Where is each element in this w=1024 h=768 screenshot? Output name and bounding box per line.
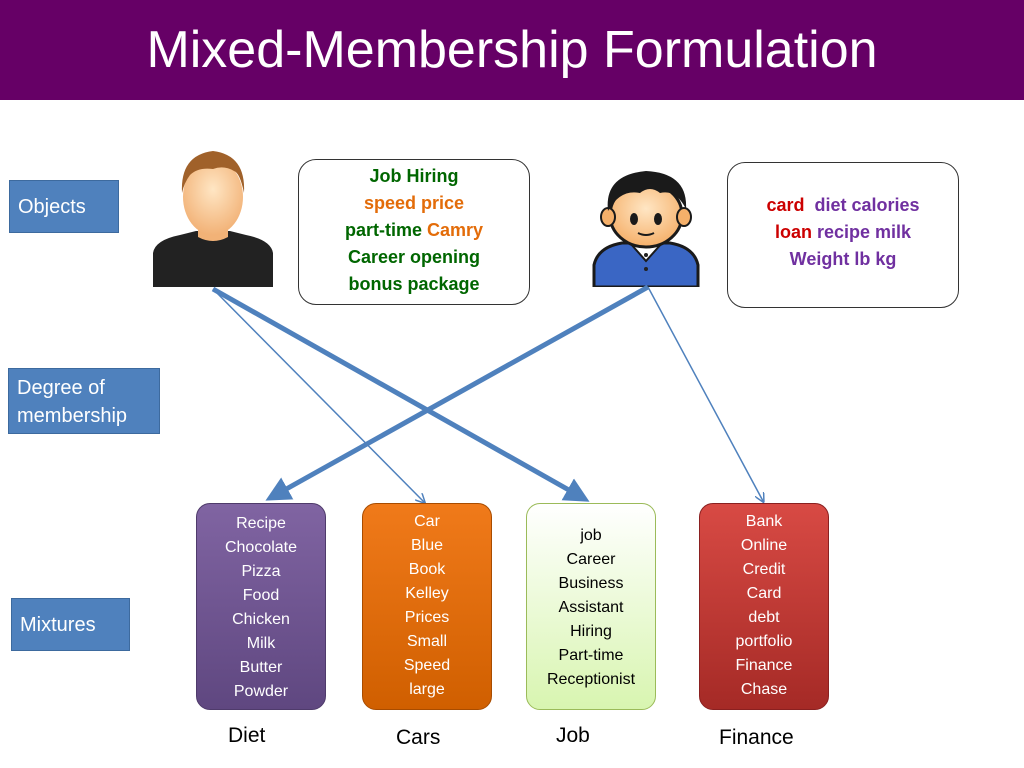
mixture-word: Card xyxy=(746,585,782,602)
document-word: diet calories xyxy=(814,195,920,215)
arrow-person1-to-cars xyxy=(212,288,424,502)
mixture-word: Assistant xyxy=(558,599,624,616)
objects-label: Objects xyxy=(9,180,119,233)
mixture-word: Business xyxy=(558,575,624,592)
degree-label-line2: membership xyxy=(17,405,128,427)
arrow-person1-to-job xyxy=(211,286,590,502)
document-word: Career opening xyxy=(347,247,481,267)
mixture-word: Small xyxy=(406,633,447,650)
document-1-line: speed price xyxy=(299,190,529,217)
mixture-word: Book xyxy=(408,561,446,578)
document-word: speed price xyxy=(363,193,465,213)
mixture-word: Milk xyxy=(246,635,276,652)
document-1-line: Job Hiring xyxy=(299,163,529,190)
mixture-word: Career xyxy=(566,551,616,568)
mixture-word: Part-time xyxy=(558,647,624,664)
mixture-word: Food xyxy=(242,587,280,604)
document-word: bonus package xyxy=(348,274,480,294)
mixture-word: Powder xyxy=(233,683,289,700)
mixture-word: Hiring xyxy=(570,623,612,640)
degree-label-line1: Degree of xyxy=(17,377,105,399)
mixture-caption-cars: Cars xyxy=(396,726,441,749)
mixture-word: large xyxy=(409,681,445,698)
mixtures-label: Mixtures xyxy=(11,598,130,651)
document-2-line: loan recipe milk xyxy=(728,219,958,246)
document-1-line: bonus package xyxy=(299,271,529,298)
mixture-caption-job: Job xyxy=(556,724,590,747)
mixture-word: Car xyxy=(414,513,440,530)
mixture-caption-finance: Finance xyxy=(719,726,794,749)
mixture-word: Recipe xyxy=(236,515,286,532)
mixture-word: Blue xyxy=(410,537,444,554)
mixture-word: Bank xyxy=(745,513,783,530)
mixture-word: Butter xyxy=(239,659,283,676)
document-word: Job Hiring xyxy=(369,166,459,186)
mixture-word: Receptionist xyxy=(546,671,636,688)
mixture-caption-diet: Diet xyxy=(228,724,266,747)
mixture-word: Credit xyxy=(742,561,786,578)
mixture-word: Chocolate xyxy=(224,539,298,556)
mixture-word: debt xyxy=(748,609,780,626)
document-2-line: Weight lb kg xyxy=(728,246,958,273)
arrow-person2-to-finance xyxy=(647,286,763,501)
document-1-line: Career opening xyxy=(299,244,529,271)
arrow-person2-to-diet xyxy=(265,284,650,501)
document-1-line: part-time Camry xyxy=(299,217,529,244)
degree-of-membership-label: Degree of membership xyxy=(8,368,160,434)
document-word: Camry xyxy=(426,220,484,240)
mixture-word: portfolio xyxy=(735,633,793,650)
mixture-word: Finance xyxy=(735,657,793,674)
title-bar xyxy=(0,0,1024,100)
mixture-word: Pizza xyxy=(241,563,281,580)
document-word: card xyxy=(766,195,815,215)
mixture-word: Kelley xyxy=(405,585,449,602)
mixture-word: Chicken xyxy=(232,611,290,628)
mixture-word: Prices xyxy=(404,609,450,626)
mixture-word: job xyxy=(580,527,602,544)
objects-label-text: Objects xyxy=(18,196,86,218)
document-word: Weight lb kg xyxy=(789,249,897,269)
mixture-word: Online xyxy=(740,537,788,554)
mixture-word: Speed xyxy=(403,657,451,674)
mixture-word: Chase xyxy=(740,681,788,698)
slide-title: Mixed-Membership Formulation xyxy=(146,21,878,79)
document-2-line: card diet calories xyxy=(728,192,958,219)
person-black-hair-icon xyxy=(592,171,700,287)
document-word: loan xyxy=(774,222,817,242)
document-word: recipe milk xyxy=(816,222,912,242)
mixtures-label-text: Mixtures xyxy=(20,614,96,636)
document-word: part-time xyxy=(344,220,427,240)
person-brown-hair-icon xyxy=(153,151,273,287)
